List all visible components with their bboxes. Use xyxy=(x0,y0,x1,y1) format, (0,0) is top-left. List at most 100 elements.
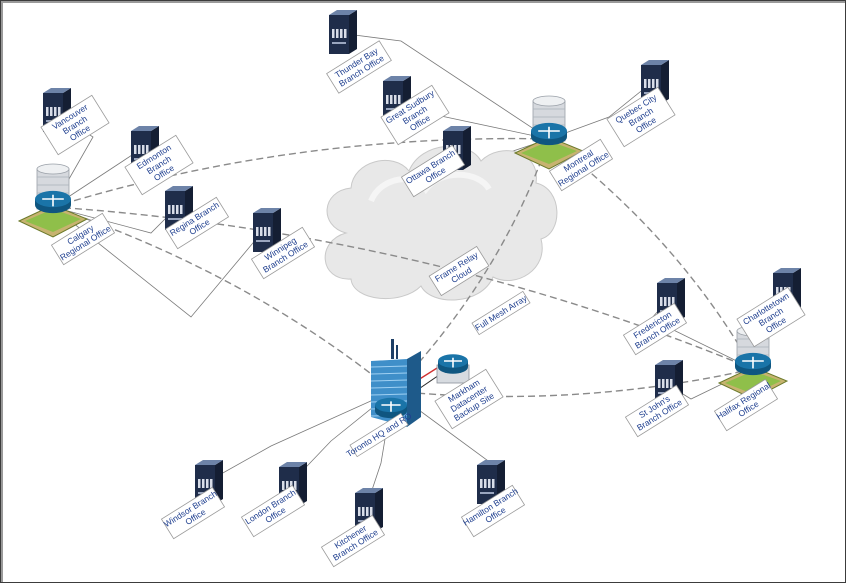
server-bay xyxy=(268,227,271,236)
router-arrows xyxy=(381,401,401,412)
server-bay xyxy=(146,145,149,154)
windsor-label-box xyxy=(160,486,226,540)
server-top xyxy=(773,268,801,273)
server-top xyxy=(655,360,683,365)
regina-label-box xyxy=(164,196,230,250)
charlottetown-label-box xyxy=(736,286,806,348)
server-top xyxy=(443,126,471,131)
link-quebec-city-montreal xyxy=(548,82,652,140)
toronto-hq-tower-router-icon[interactable] xyxy=(370,339,421,427)
link-windsor-toronto xyxy=(204,390,394,484)
server-front xyxy=(477,465,497,504)
server-bay xyxy=(50,107,53,116)
server-bay xyxy=(394,95,397,104)
server-bay xyxy=(484,479,487,488)
router-arrows xyxy=(42,194,64,207)
router-arrows xyxy=(444,357,462,368)
great-sudbury-label-box xyxy=(380,84,450,146)
server-bay xyxy=(336,29,339,38)
calgary-label-box xyxy=(50,212,116,266)
server-top xyxy=(641,60,669,65)
server-side xyxy=(349,10,357,54)
server-side xyxy=(463,126,471,170)
server-bay xyxy=(370,507,373,516)
server-bay xyxy=(488,479,491,488)
hq-window-row xyxy=(370,365,408,368)
edmonton-label-box xyxy=(124,134,194,196)
server-bay xyxy=(290,481,293,490)
server-bay xyxy=(54,107,57,116)
server-bay xyxy=(492,479,495,488)
server-bay xyxy=(180,205,183,214)
server-bay xyxy=(260,227,263,236)
server-side xyxy=(661,60,669,104)
hq-window-row xyxy=(370,379,408,382)
link-calgary-montreal xyxy=(52,137,550,208)
link-halifax-toronto xyxy=(392,368,754,398)
server-bay xyxy=(264,227,267,236)
thunder-bay-label-box xyxy=(326,40,392,94)
server-top xyxy=(195,460,223,465)
hamilton-label-box xyxy=(460,484,526,538)
server-bay xyxy=(362,507,365,516)
server-bay xyxy=(666,379,669,388)
server-bay xyxy=(176,205,179,214)
halifax-label-box xyxy=(713,378,779,432)
server-top xyxy=(131,126,159,131)
regional-roof xyxy=(532,95,566,107)
server-bay xyxy=(340,29,343,38)
server-bay xyxy=(294,481,297,490)
server-top xyxy=(383,76,411,81)
server-bay xyxy=(366,507,369,516)
server-bay xyxy=(670,379,673,388)
server-bay xyxy=(332,29,335,38)
server-bay xyxy=(134,145,137,154)
hq-window-row xyxy=(370,393,408,396)
server-bay xyxy=(776,287,779,296)
server-bay xyxy=(398,95,401,104)
montreal-label-box xyxy=(548,138,614,192)
regional-lawn xyxy=(521,141,577,164)
mesh-label-line: Full Mesh Array xyxy=(473,293,529,333)
server-bay xyxy=(664,297,667,306)
winnipeg-server-tower-icon[interactable] xyxy=(253,208,281,252)
server-slot xyxy=(332,42,346,44)
montreal-regional-router-building-icon[interactable] xyxy=(513,95,585,170)
server-bay xyxy=(198,479,201,488)
link-thunder-bay-montreal xyxy=(338,32,550,140)
server-side xyxy=(299,462,307,506)
server-bay xyxy=(668,297,671,306)
server-bay xyxy=(648,79,651,88)
quebec-city-label-box xyxy=(606,86,676,148)
hq-tower-side xyxy=(407,351,421,427)
mesh-label-box xyxy=(471,290,531,336)
mesh-lines-layer xyxy=(52,137,754,398)
markham-datacenter-router-icon[interactable] xyxy=(436,354,470,384)
regional-lawn xyxy=(25,209,81,232)
markham-label-box xyxy=(434,368,504,430)
server-bay xyxy=(390,95,393,104)
regional-lawn xyxy=(725,371,781,394)
server-front xyxy=(329,15,349,54)
server-bay xyxy=(672,297,675,306)
server-slot xyxy=(168,218,182,220)
toronto-label-box xyxy=(349,412,409,458)
router-arrows xyxy=(742,356,764,369)
server-bay xyxy=(142,145,145,154)
server-bay xyxy=(58,107,61,116)
server-bay xyxy=(344,29,347,38)
server-top xyxy=(43,88,71,93)
server-bay xyxy=(660,297,663,306)
server-slot xyxy=(480,492,494,494)
server-bay xyxy=(458,145,461,154)
thunder-bay-server-tower-icon[interactable] xyxy=(329,10,357,54)
ottawa-label-box xyxy=(400,144,466,198)
calgary-regional-router-building-icon[interactable] xyxy=(17,163,89,238)
server-bay xyxy=(386,95,389,104)
server-top xyxy=(329,10,357,15)
server-bay xyxy=(168,205,171,214)
